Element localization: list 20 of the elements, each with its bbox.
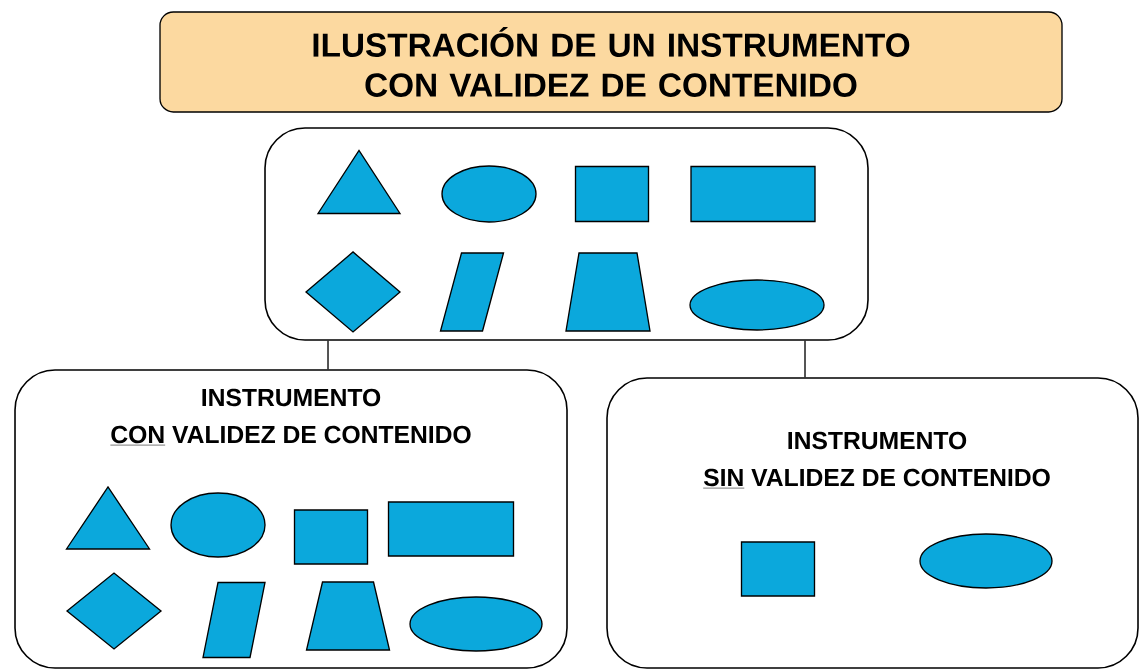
connector-line <box>327 340 329 370</box>
connector-line <box>804 340 806 378</box>
rectangle-shape <box>574 165 650 223</box>
diamond-shape <box>305 251 402 333</box>
trapezoid-shape <box>305 581 391 651</box>
rectangle-shape <box>293 509 369 565</box>
rectangle-shape <box>740 541 816 597</box>
rectangle-shape <box>387 501 515 557</box>
parallelogram-shape <box>202 581 266 659</box>
panel-box: INSTRUMENTO SIN VALIDEZ DE CONTENIDO <box>606 377 1139 669</box>
rectangle-shape <box>690 165 816 223</box>
trapezoid-shape <box>565 252 651 332</box>
ellipse-shape <box>441 165 537 223</box>
ellipse-shape <box>689 279 825 331</box>
triangle-shape <box>65 485 151 550</box>
title-banner: ILUSTRACIÓN DE UN INSTRUMENTO CON VALIDEZ DE CONTENIDO <box>159 11 1063 113</box>
ellipse-shape <box>409 596 543 652</box>
parallelogram-shape <box>439 252 505 332</box>
ellipse-shape <box>170 492 266 558</box>
ellipse-shape <box>919 533 1053 589</box>
